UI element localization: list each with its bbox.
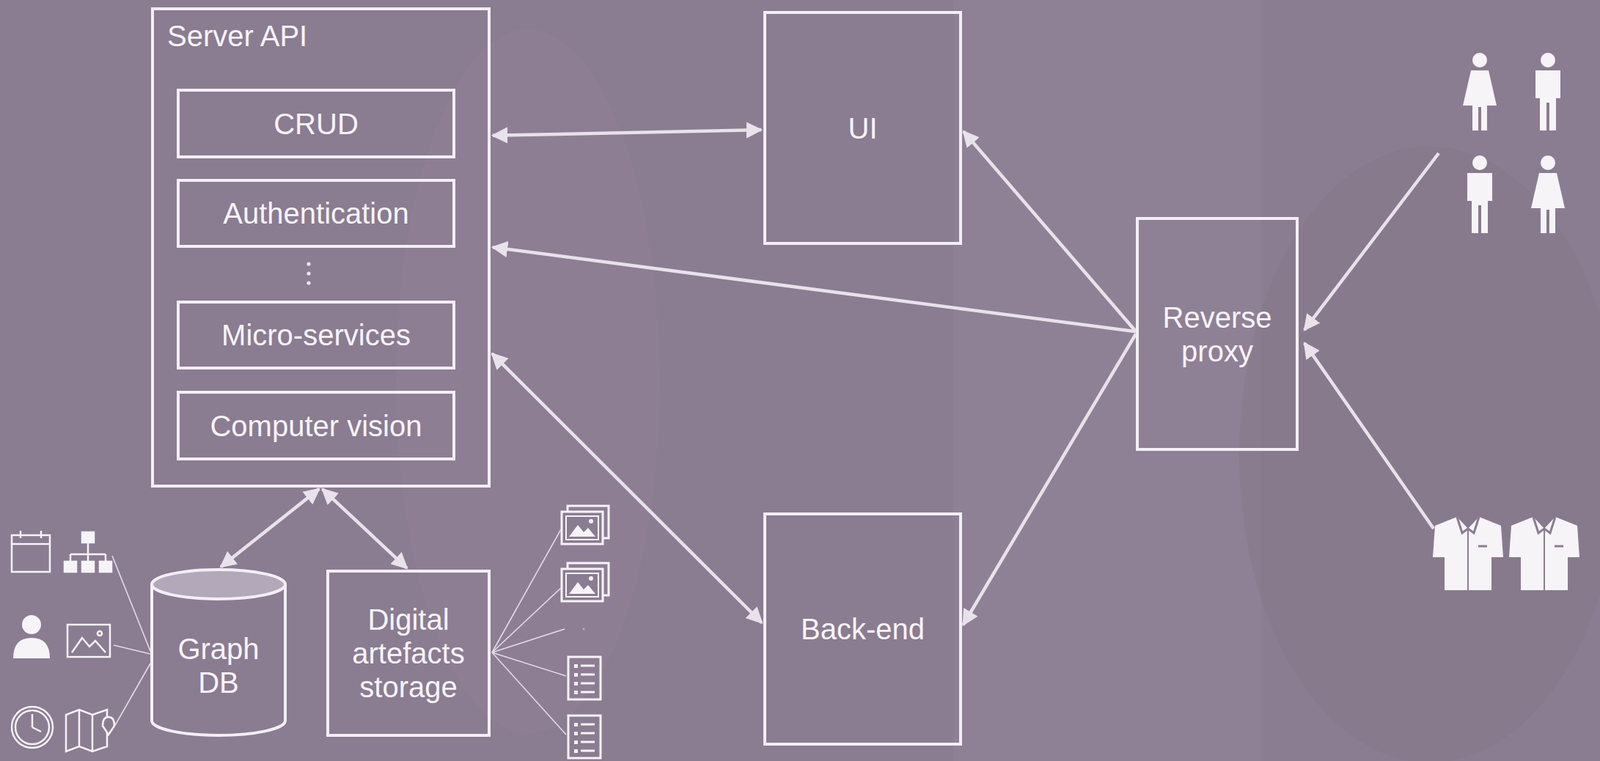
ellipsis-dots [306, 261, 311, 285]
connector-arrow [492, 353, 762, 623]
module-box: Micro-services [176, 300, 456, 370]
box-label: Micro-services [221, 318, 411, 352]
background-shade [1239, 146, 1600, 761]
box-label: Authentication [222, 196, 410, 231]
process-box: UI [763, 10, 963, 245]
user-icons [1462, 52, 1565, 234]
box-label: UI [848, 111, 878, 146]
connector-arrow [492, 129, 762, 136]
module-box: CRUD [176, 88, 456, 159]
connector-arrow [220, 489, 319, 567]
database-cylinder: Graph DB [150, 568, 287, 737]
staff-shirt-icons [1432, 516, 1580, 591]
box-label: Computer vision [209, 409, 422, 443]
artefact-icons [561, 505, 609, 759]
server-api-box: Server API CRUD AuthenticationMicro-servic… [151, 7, 491, 488]
connector-arrow [963, 131, 1136, 332]
data-type-icons [11, 530, 115, 752]
box-label: Digital artefacts storage [351, 602, 465, 704]
box-label: Back-end [800, 612, 925, 647]
module-box: Computer vision [176, 390, 456, 461]
module-box: Authentication [176, 178, 456, 248]
box-label: CRUD [273, 107, 359, 141]
connector-arrow [492, 247, 1136, 332]
box-heading: Server API [167, 19, 308, 53]
process-box: Reverse proxy [1135, 217, 1299, 451]
leader-lines [112, 555, 151, 727]
background-shade [953, 0, 1262, 761]
connector-arrow [963, 334, 1136, 626]
user-arrow [1304, 343, 1434, 529]
process-box: Back-end [763, 512, 963, 746]
box-label: Reverse proxy [1162, 300, 1273, 369]
storage-box: Digital artefacts storage [326, 569, 491, 737]
box-label: Graph DB [177, 632, 259, 700]
connector-arrow [322, 489, 407, 569]
leader-lines [492, 529, 567, 735]
user-arrow [1304, 153, 1439, 330]
